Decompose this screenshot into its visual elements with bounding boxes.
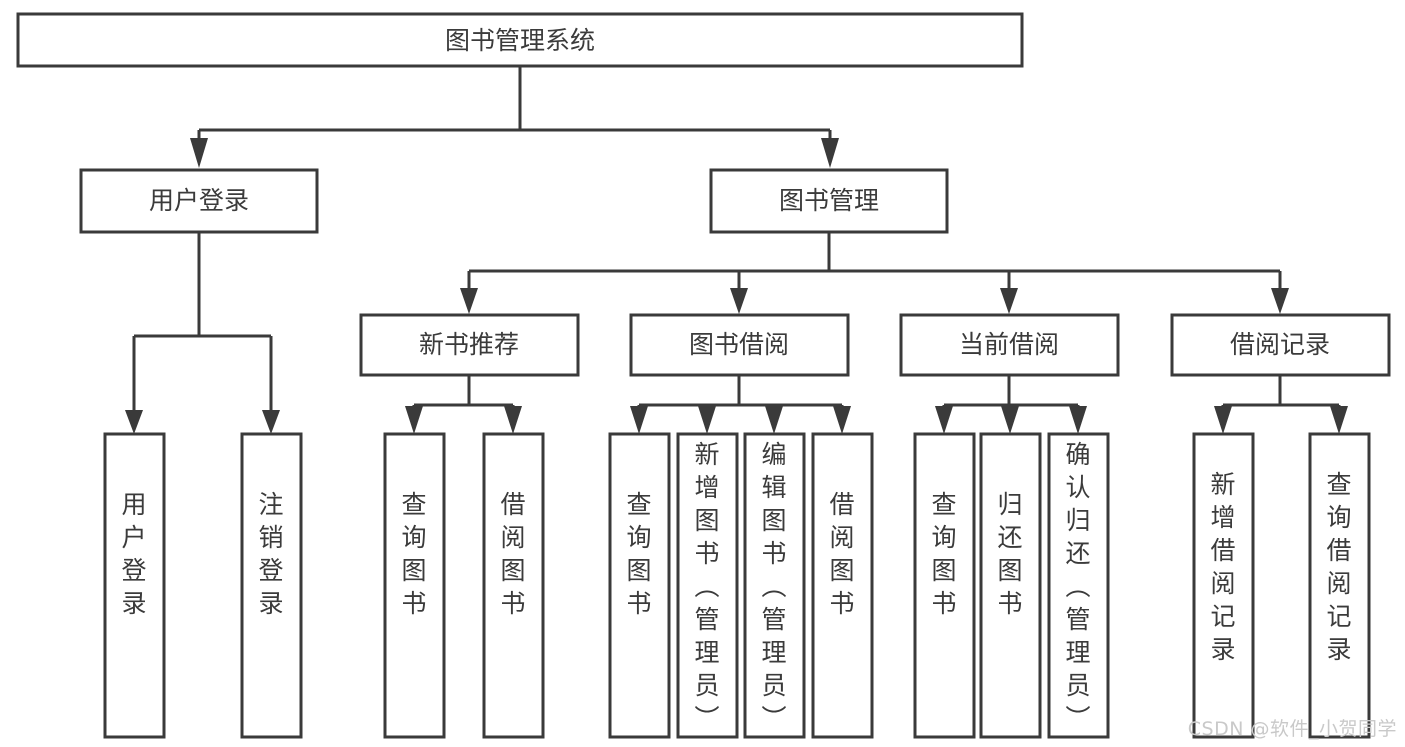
leaf-node-1[interactable]: 用户登录: [103, 432, 166, 739]
leaf-node-4-label: 借阅图书: [500, 490, 525, 618]
leaf-node-7[interactable]: 编辑图书︵管理员︶: [743, 432, 806, 739]
leaf-node-6-label: 新增图书︵管理员︶: [694, 440, 719, 733]
leaf-node-8-box[interactable]: [811, 432, 874, 739]
arrow-head-leaf-2: [262, 410, 280, 434]
leaf-node-10-label: 归还图书: [997, 490, 1022, 618]
leaf-node-1-label: 用户登录: [121, 490, 146, 618]
arrow-head-user-login: [190, 138, 208, 168]
node-new-book-rec[interactable]: 新书推荐: [359, 313, 580, 377]
leaf-node-8[interactable]: 借阅图书: [811, 432, 874, 739]
leaf-node-3-box[interactable]: [383, 432, 446, 739]
node-book-manage-label: 图书管理: [779, 186, 879, 215]
leaf-node-6-box[interactable]: [676, 432, 739, 739]
node-borrow-record-label: 借阅记录: [1230, 330, 1330, 359]
leaf-node-11[interactable]: 确认归还︵管理员︶: [1047, 432, 1110, 739]
arrow-head-leaf-8: [833, 406, 851, 434]
leaf-node-2-box[interactable]: [240, 432, 303, 739]
arrow-head-leaf-10: [1001, 406, 1019, 434]
arrow-head-leaf-11: [1069, 406, 1087, 434]
leaf-node-9-box[interactable]: [913, 432, 976, 739]
leaf-node-4[interactable]: 借阅图书: [482, 432, 545, 739]
leaf-node-10[interactable]: 归还图书: [979, 432, 1042, 739]
node-book-borrow-label: 图书借阅: [689, 330, 789, 359]
arrow-head-leaf-12: [1214, 406, 1232, 434]
arrow-head-book-borrow: [730, 288, 748, 314]
leaf-node-11-label: 确认归还︵管理员︶: [1065, 440, 1090, 733]
leaf-node-7-label: 编辑图书︵管理员︶: [761, 440, 786, 733]
leaf-node-3-label: 查询图书: [401, 490, 426, 618]
arrow-head-leaf-7: [765, 406, 783, 434]
leaf-node-2[interactable]: 注销登录: [240, 432, 303, 739]
node-user-login[interactable]: 用户登录: [79, 168, 319, 234]
node-book-borrow[interactable]: 图书借阅: [629, 313, 850, 377]
arrow-head-new-book-rec: [460, 288, 478, 314]
node-root-label: 图书管理系统: [445, 26, 595, 55]
leaf-node-12[interactable]: 新增借阅记录: [1192, 432, 1255, 739]
arrow-head-borrow-record: [1271, 288, 1289, 314]
leaf-node-5-box[interactable]: [608, 432, 671, 739]
leaf-node-6[interactable]: 新增图书︵管理员︶: [676, 432, 739, 739]
arrow-head-leaf-5: [630, 406, 648, 434]
node-new-book-rec-box[interactable]: [359, 313, 580, 377]
leaf-node-4-box[interactable]: [482, 432, 545, 739]
leaf-node-11-box[interactable]: [1047, 432, 1110, 739]
arrow-head-leaf-3: [405, 406, 423, 434]
leaf-node-8-label: 借阅图书: [829, 490, 854, 618]
node-book-manage-box[interactable]: [709, 168, 949, 234]
arrow-head-current-borrow: [1000, 288, 1018, 314]
node-user-login-label: 用户登录: [149, 186, 249, 215]
node-user-login-box[interactable]: [79, 168, 319, 234]
node-book-borrow-box[interactable]: [629, 313, 850, 377]
arrow-head-leaf-4: [504, 406, 522, 434]
leaf-node-3[interactable]: 查询图书: [383, 432, 446, 739]
node-new-book-rec-label: 新书推荐: [419, 330, 519, 359]
connector-layer: [125, 66, 1348, 434]
arrow-head-leaf-1: [125, 410, 143, 434]
node-current-borrow-box[interactable]: [899, 313, 1120, 377]
node-current-borrow-label: 当前借阅: [959, 330, 1059, 359]
node-current-borrow[interactable]: 当前借阅: [899, 313, 1120, 377]
leaf-node-12-box[interactable]: [1192, 432, 1255, 739]
leaf-node-13-box[interactable]: [1308, 432, 1371, 739]
leaf-node-9[interactable]: 查询图书: [913, 432, 976, 739]
node-borrow-record-box[interactable]: [1170, 313, 1391, 377]
leaf-node-10-box[interactable]: [979, 432, 1042, 739]
arrow-head-leaf-13: [1330, 406, 1348, 434]
leaf-node-5-label: 查询图书: [626, 490, 651, 618]
arrow-head-leaf-6: [698, 406, 716, 434]
arrow-head-book-manage: [821, 138, 839, 168]
node-book-manage[interactable]: 图书管理: [709, 168, 949, 234]
leaf-node-12-label: 新增借阅记录: [1210, 470, 1235, 664]
node-root-box[interactable]: [16, 12, 1024, 68]
leaf-node-13-label: 查询借阅记录: [1326, 470, 1351, 664]
node-root[interactable]: 图书管理系统: [16, 12, 1024, 68]
leaf-node-2-label: 注销登录: [258, 490, 283, 618]
arrow-head-leaf-9: [935, 406, 953, 434]
leaf-node-9-label: 查询图书: [931, 490, 956, 618]
node-borrow-record[interactable]: 借阅记录: [1170, 313, 1391, 377]
leaf-node-7-box[interactable]: [743, 432, 806, 739]
leaf-node-13[interactable]: 查询借阅记录: [1308, 432, 1371, 739]
leaf-node-5[interactable]: 查询图书: [608, 432, 671, 739]
leaf-node-1-box[interactable]: [103, 432, 166, 739]
